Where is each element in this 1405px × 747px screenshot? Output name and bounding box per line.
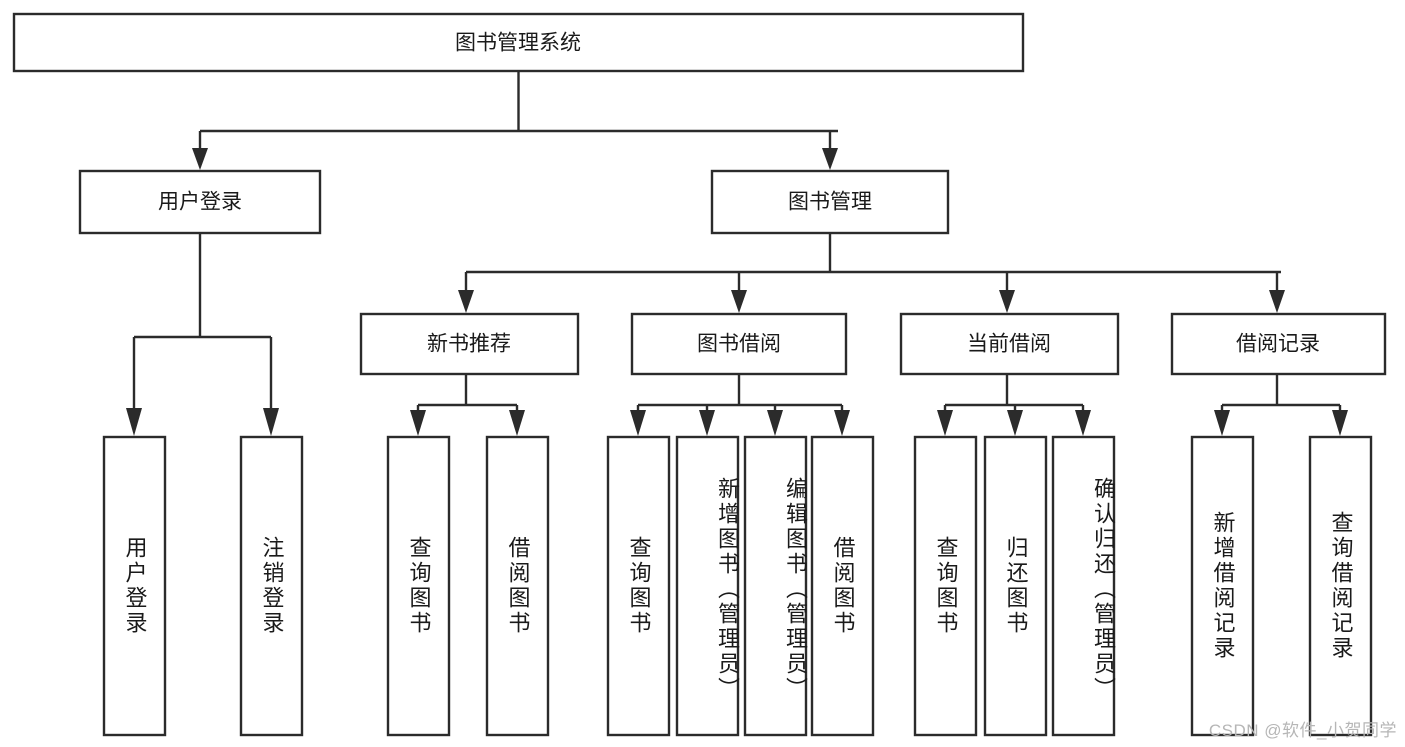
node-borrow-record-box[interactable]	[1170, 312, 1387, 376]
node-book-borrow[interactable]: 图书借阅	[630, 312, 848, 376]
arrow-head-leaf-borrow-book-1	[509, 410, 525, 436]
leaf-query-book-1-box[interactable]	[386, 435, 451, 737]
leaf-borrow-book-2-label: 借阅图书	[830, 536, 856, 636]
leaf-user-login-box[interactable]	[102, 435, 167, 737]
leaf-add-record-label: 新增借阅记录	[1210, 511, 1236, 661]
arrow-head-new-book-recommend	[458, 290, 474, 313]
arrow-head-leaf-query-book-1	[410, 410, 426, 436]
arrow-head-leaf-user-login	[126, 408, 142, 436]
leaf-borrow-book-1-box[interactable]	[485, 435, 550, 737]
connectors-bookmgmt-to-level3	[458, 233, 1285, 313]
leaf-logout-box[interactable]	[239, 435, 304, 737]
leaf-query-record-box[interactable]	[1308, 435, 1373, 737]
leaf-return-book-label: 归还图书	[1003, 536, 1029, 636]
leaf-query-book-1-label: 查询图书	[406, 536, 432, 636]
leaf-query-book-3-box[interactable]	[913, 435, 978, 737]
connectors-borrowrecord-to-leaves	[1214, 374, 1348, 436]
leaf-boxes	[102, 435, 1373, 737]
connectors-root-to-level2	[192, 71, 838, 170]
node-book-management-box[interactable]	[710, 169, 950, 235]
leaf-logout-label: 注销登录	[259, 536, 285, 636]
arrow-head-book-management	[822, 148, 838, 170]
arrow-head-leaf-confirm-return-admin	[1075, 410, 1091, 436]
arrow-head-leaf-query-book-2	[630, 410, 646, 436]
leaf-edit-book-admin-box[interactable]	[743, 435, 808, 737]
arrow-head-leaf-query-record	[1332, 410, 1348, 436]
arrow-head-leaf-query-book-3	[937, 410, 953, 436]
node-book-management-label: 图书管理	[788, 191, 872, 214]
node-root[interactable]: 图书管理系统	[12, 12, 1025, 73]
node-book-borrow-label: 图书借阅	[697, 333, 781, 356]
node-user-login-label: 用户登录	[158, 191, 242, 214]
node-user-login-box[interactable]	[78, 169, 322, 235]
node-borrow-record[interactable]: 借阅记录	[1170, 312, 1387, 376]
leaf-borrow-book-2-box[interactable]	[810, 435, 875, 737]
arrow-head-leaf-borrow-book-2	[834, 410, 850, 436]
leaf-confirm-return-admin-label: 确认归还（管理员）	[1091, 476, 1116, 702]
arrow-head-user-login	[192, 148, 208, 170]
leaf-return-book-box[interactable]	[983, 435, 1048, 737]
node-book-borrow-box[interactable]	[630, 312, 848, 376]
arrow-head-leaf-return-book	[1007, 410, 1023, 436]
node-book-management[interactable]: 图书管理	[710, 169, 950, 235]
arrow-head-borrow-record	[1269, 290, 1285, 313]
connectors-bookborrow-to-leaves	[630, 374, 850, 436]
leaf-borrow-book-1-label: 借阅图书	[505, 536, 531, 636]
leaf-add-record-box[interactable]	[1190, 435, 1255, 737]
arrow-head-leaf-edit-book-admin	[767, 410, 783, 436]
node-root-box[interactable]	[12, 12, 1025, 73]
connectors-userlogin-to-leaves	[126, 233, 279, 436]
arrow-head-leaf-logout	[263, 408, 279, 436]
leaf-add-book-admin-label: 新增图书（管理员）	[715, 476, 740, 702]
leaf-query-book-2-label: 查询图书	[626, 536, 652, 636]
csdn-watermark: CSDN @软件_小贺同学	[1208, 721, 1397, 740]
leaf-edit-book-admin-label: 编辑图书（管理员）	[783, 476, 808, 702]
node-new-book-recommend[interactable]: 新书推荐	[359, 312, 580, 376]
connectors-newbook-to-leaves	[410, 374, 525, 436]
node-current-borrow-label: 当前借阅	[967, 333, 1051, 356]
node-user-login[interactable]: 用户登录	[78, 169, 322, 235]
leaf-query-book-3-label: 查询图书	[933, 536, 959, 636]
node-new-book-recommend-box[interactable]	[359, 312, 580, 376]
connectors-currentborrow-to-leaves	[937, 374, 1091, 436]
node-current-borrow-box[interactable]	[899, 312, 1120, 376]
leaf-add-book-admin-box[interactable]	[675, 435, 740, 737]
arrow-head-leaf-add-book-admin	[699, 410, 715, 436]
node-borrow-record-label: 借阅记录	[1236, 333, 1320, 356]
arrow-head-book-borrow	[731, 290, 747, 313]
node-current-borrow[interactable]: 当前借阅	[899, 312, 1120, 376]
arrow-head-current-borrow	[999, 290, 1015, 313]
leaf-query-book-2-box[interactable]	[606, 435, 671, 737]
arrow-head-leaf-add-record	[1214, 410, 1230, 436]
node-root-label: 图书管理系统	[455, 32, 581, 55]
node-new-book-recommend-label: 新书推荐	[427, 333, 511, 356]
leaf-user-login-label: 用户登录	[122, 536, 148, 636]
leaf-confirm-return-admin-box[interactable]	[1051, 435, 1116, 737]
leaf-query-record-label: 查询借阅记录	[1328, 511, 1354, 661]
